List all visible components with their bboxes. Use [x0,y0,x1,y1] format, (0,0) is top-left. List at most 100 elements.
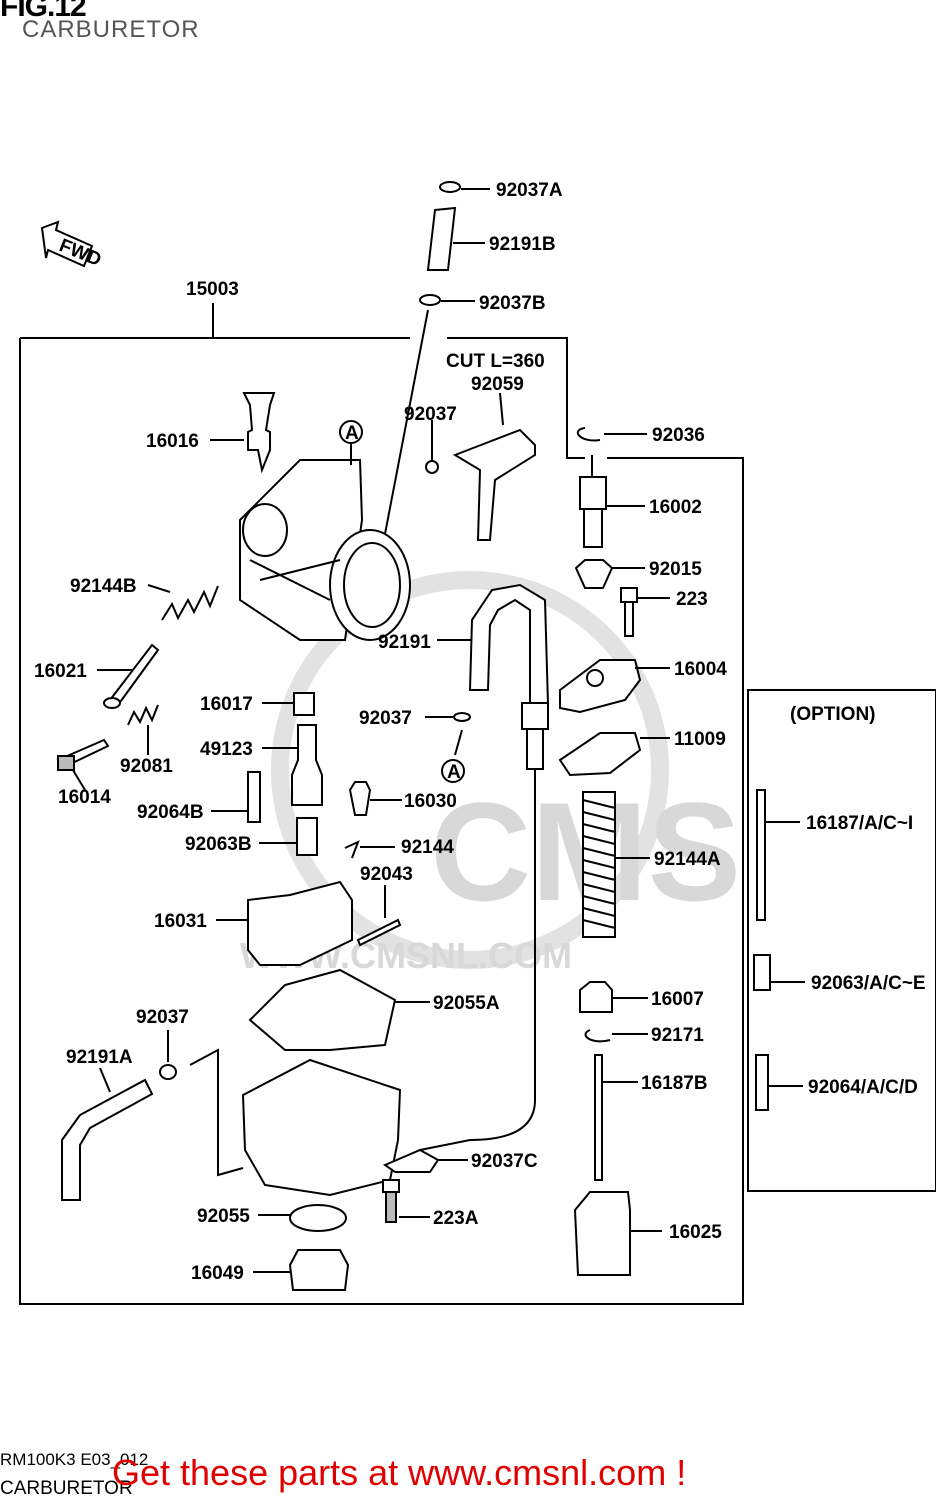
oring-92055 [289,1204,347,1232]
label-15003: 15003 [186,279,239,300]
cap-16004 [559,659,642,714]
label-92064-option: 92064/A/C/D [808,1077,918,1098]
plug-16049 [288,1249,350,1291]
clip-92037-low [159,1064,177,1080]
label-16004: 16004 [674,659,727,680]
clip-92037B [419,294,441,306]
screw-16016 [242,392,276,474]
callout-a-top-label: A [345,423,359,444]
label-cut-length: CUT L=360 [446,351,545,372]
figure-subtitle: CARBURETOR [22,16,200,43]
throttle-valve-16025 [573,1191,631,1276]
figure-number: FIG.12 [0,0,87,23]
gasket-11009 [558,732,642,777]
label-16014: 16014 [58,787,111,808]
hose-92191A [61,1078,154,1201]
label-92037B: 92037B [479,293,546,314]
hose-line-lower [419,770,536,1151]
label-92037C: 92037C [471,1151,538,1172]
jet-49123 [291,724,323,806]
float-valve-16030 [348,781,372,816]
spring-92144B [161,585,219,621]
callout-a-mid-label: A [447,762,461,783]
label-92191B: 92191B [489,234,556,255]
label-92171: 92171 [651,1025,704,1046]
label-223: 223 [676,589,708,610]
pin-92043 [356,918,402,947]
label-92063-option: 92063/A/C~E [811,973,926,994]
nut-92015 [574,559,614,589]
screw-16021 [108,643,160,707]
label-16030: 16030 [404,791,457,812]
clip-92144 [344,840,360,859]
needle-16187B [594,1054,603,1181]
label-49123: 49123 [200,739,253,760]
label-92144A: 92144A [654,849,721,870]
label-16187-option: 16187/A/C~I [806,813,913,834]
label-223A: 223A [433,1208,479,1229]
label-92144B: 92144B [70,576,137,597]
label-92081: 92081 [120,756,173,777]
screw-223 [620,587,638,603]
label-92055: 92055 [197,1206,250,1227]
label-92191A: 92191A [66,1047,133,1068]
clip-92037-mid [453,712,471,722]
label-16049: 16049 [191,1263,244,1284]
label-16021: 16021 [34,661,87,682]
label-92055A: 92055A [433,993,500,1014]
float-bowl [241,1058,402,1197]
jet-92063B [296,817,318,856]
label-92015: 92015 [649,559,702,580]
label-11009: 11009 [674,729,726,750]
diagram-caption: CARBURETOR [0,1478,133,1499]
spring-92081 [127,704,159,726]
fwd-arrow-icon: FWD [40,220,104,271]
clip-92171 [584,1029,611,1043]
jet-92064-option [755,1054,769,1111]
label-92036: 92036 [652,425,705,446]
label-16187B: 16187B [641,1073,708,1094]
diagram-code: RM100K3 E03_012 [0,1450,149,1469]
label-16031: 16031 [154,911,207,932]
callout-a-mid [441,759,465,783]
label-92037-top: 92037 [404,404,457,425]
label-92059: 92059 [471,374,524,395]
spring-92144A [582,791,616,938]
label-16016: 16016 [146,431,199,452]
label-92043: 92043 [360,864,413,885]
clip-92037A [439,181,461,193]
carburetor-body [239,459,411,641]
main-assembly-frame [19,338,744,1305]
label-92037-low: 92037 [136,1007,189,1028]
gasket-92055A [248,968,397,1051]
jet-92064B [247,771,261,823]
part-16017 [293,692,315,716]
screw-223A [382,1179,400,1193]
label-92064B: 92064B [137,802,204,823]
label-16002: 16002 [649,497,702,518]
label-option: (OPTION) [790,704,876,725]
label-92063B: 92063B [185,834,252,855]
cms-watermark: CMS WWW.CMSNL.COM [240,571,741,976]
float-16031 [247,880,353,966]
jet-92063-option [753,954,771,991]
label-92144: 92144 [401,837,454,858]
frame-top-right [447,337,585,459]
label-92191: 92191 [378,632,431,653]
hose-92191 [468,583,550,706]
label-92037-mid: 92037 [359,708,412,729]
label-16017: 16017 [200,694,253,715]
hose-92059 [452,428,536,541]
hose-92191B [426,206,457,271]
label-16025: 16025 [669,1222,722,1243]
shop-link[interactable]: Get these parts at www.cmsnl.com ! [112,1452,687,1493]
clip-92037-top [425,460,439,474]
label-92037A: 92037A [496,180,563,201]
label-16007: 16007 [651,989,704,1010]
needle-16187-option [756,789,766,921]
holder-16007 [579,981,613,1013]
adjuster-16002 [579,476,607,510]
leader-92059 [499,392,504,426]
clip-92037C [382,1148,440,1173]
